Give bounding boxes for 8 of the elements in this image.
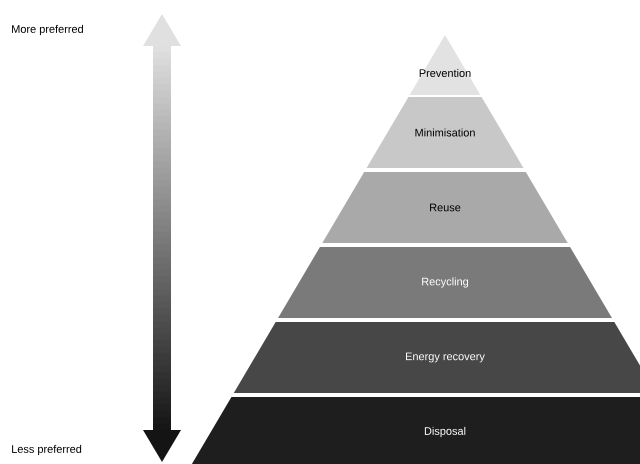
pyramid-band: Recycling [278, 246, 612, 318]
pyramid-band: Prevention [410, 35, 480, 95]
axis-label: More preferred [12, 24, 83, 36]
pyramid-band: Energy recovery [234, 322, 640, 393]
pyramid-band: Disposal [188, 396, 640, 464]
pyramid-band: Reuse [322, 172, 568, 243]
pyramid-band: Minimisation [366, 96, 524, 168]
axis-label: Less preferred [12, 444, 82, 456]
